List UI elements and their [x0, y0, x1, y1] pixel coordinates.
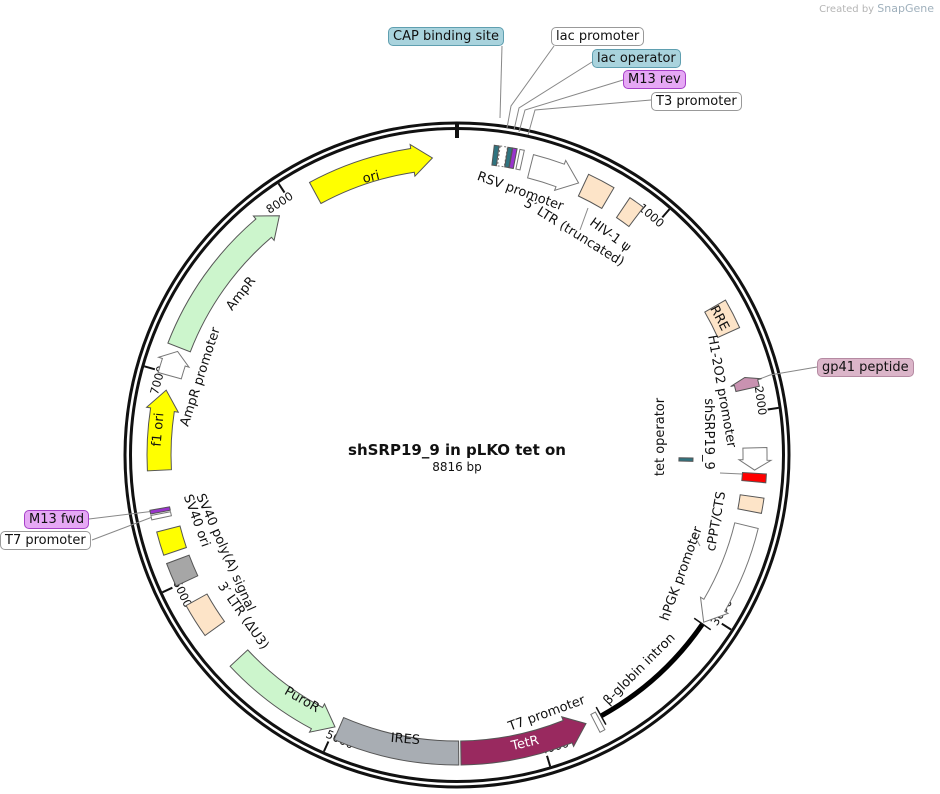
label-f1-ori: f1 ori — [150, 412, 168, 447]
hpgk-leader-line — [692, 532, 701, 547]
beta-globin-intron-end-mark — [595, 706, 607, 725]
tet-operator-feature[interactable] — [678, 457, 694, 462]
shrna-leader-line — [719, 472, 743, 475]
m13-rev-leader-line — [518, 79, 624, 133]
beta-globin-intron-feature[interactable] — [599, 622, 705, 719]
t3-promoter-feature[interactable] — [515, 148, 525, 171]
lac-promoter-leader-line — [506, 45, 555, 129]
rre-feature[interactable] — [704, 299, 741, 339]
snapgene-logo: SnapGene — [877, 2, 934, 15]
label-ori: ori — [361, 168, 381, 187]
t7-leader-line — [91, 515, 156, 541]
callout-lac-operator[interactable]: lac operator — [592, 49, 681, 68]
credit-prefix: Created by — [819, 4, 875, 15]
callout-lac-promoter[interactable]: lac promoter — [551, 27, 645, 46]
callout-cap-binding-site[interactable]: CAP binding site — [388, 27, 505, 46]
sv40-polya-feature[interactable] — [165, 554, 199, 587]
t7-promoter-right-feature[interactable] — [590, 711, 606, 733]
5ltr-leader-line — [579, 207, 589, 231]
gp41-leader-line — [751, 366, 818, 383]
beta-globin-intron-end-mark — [693, 617, 712, 631]
cap-binding-site-feature[interactable] — [491, 144, 500, 167]
callout-t7-promoter[interactable]: T7 promoter — [0, 531, 91, 550]
tick-2000 — [767, 406, 779, 411]
plasmid-length: 8816 bp — [432, 460, 482, 474]
tick-5000 — [322, 741, 330, 752]
t7-promoter-left-feature[interactable] — [150, 511, 173, 521]
callout-t3-promoter[interactable]: T3 promoter — [651, 92, 742, 111]
tick-3000 — [721, 622, 732, 631]
ori-feature[interactable] — [308, 143, 434, 205]
backbone-outer-strand — [123, 121, 791, 789]
tetr-feature[interactable] — [460, 716, 587, 766]
tick-4000 — [546, 755, 552, 767]
sv40-ori-feature[interactable] — [156, 525, 188, 556]
callout-gp41-peptide[interactable]: gp41 peptide — [817, 358, 914, 377]
label-hpgk-promoter: hPGK promoter — [658, 524, 706, 623]
callout-m13-rev[interactable]: M13 rev — [623, 70, 686, 89]
tick-6000 — [161, 586, 173, 594]
h1-2o2-promoter-feature[interactable] — [737, 446, 773, 471]
callout-m13-fwd[interactable]: M13 fwd — [24, 510, 90, 529]
callout-lines — [88, 45, 818, 547]
ires-feature[interactable] — [333, 716, 460, 766]
cppt-cts-feature[interactable] — [737, 494, 765, 514]
hpgk-promoter-feature[interactable] — [699, 522, 759, 623]
tick-label-2000: 2000 — [752, 385, 770, 416]
tick-7000 — [144, 365, 156, 371]
hiv1-psi-feature[interactable] — [615, 197, 645, 228]
shsrp19-9-feature[interactable] — [741, 471, 767, 484]
label-cppt-cts: cPPT/CTS — [704, 490, 729, 552]
rsv-promoter-feature[interactable] — [526, 153, 580, 192]
m13-rev-feature[interactable] — [508, 147, 518, 170]
plasmid-name: shSRP19_9 in pLKO tet on — [348, 441, 566, 459]
t3-leader-line — [527, 99, 652, 136]
label-ires: IRES — [390, 731, 421, 749]
m13-fwd-feature[interactable] — [149, 506, 171, 515]
cap-leader-line — [499, 45, 503, 119]
tick-label-8000: 8000 — [263, 189, 295, 217]
label-shsrp19-9: shSRP19_9 — [701, 398, 716, 469]
lac-promoter-feature[interactable] — [496, 145, 509, 168]
gp41-peptide-feature[interactable] — [730, 376, 762, 393]
backbone — [123, 121, 791, 789]
label-tet-operator: tet operator — [653, 397, 668, 476]
ampr-feature[interactable] — [167, 215, 281, 353]
5-ltr-feature[interactable] — [577, 173, 615, 210]
tick-1000 — [661, 208, 671, 219]
f1-ori-feature[interactable] — [145, 389, 180, 472]
puror-feature[interactable] — [229, 649, 336, 733]
3-ltr-feature[interactable] — [185, 593, 226, 637]
snapgene-credit: Created by SnapGene — [819, 2, 934, 15]
m13-fwd-leader-line — [88, 510, 156, 520]
label-tetr: TetR — [509, 733, 541, 754]
tick-8000 — [277, 182, 286, 194]
lac-operator-leader-line — [513, 61, 593, 131]
ampr-promoter-feature[interactable] — [156, 350, 191, 380]
